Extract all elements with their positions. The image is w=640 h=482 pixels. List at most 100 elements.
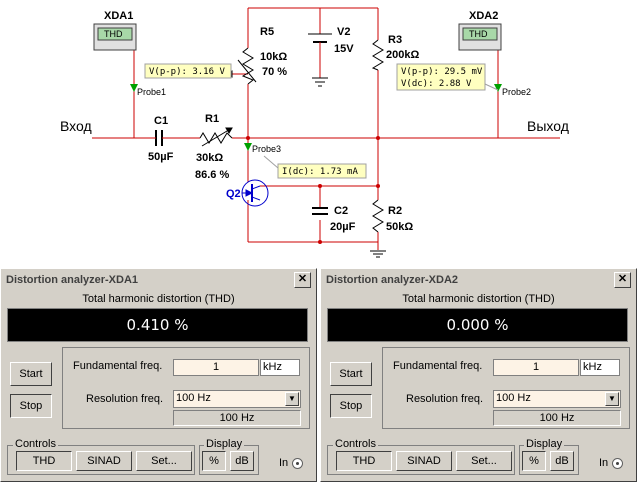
- r5-setting: 70 %: [262, 66, 287, 78]
- r2-resistor[interactable]: [372, 199, 384, 233]
- panel-1-display-label: Display: [204, 438, 245, 450]
- c1-capacitor[interactable]: [150, 130, 168, 146]
- panel-1-stop-button[interactable]: Stop: [10, 394, 52, 418]
- xda1-screen-label: THD: [104, 29, 123, 39]
- panel-2-dropdown-arrow-icon[interactable]: ▼: [605, 392, 619, 406]
- r1-potentiometer[interactable]: [199, 127, 233, 147]
- panel-1-set-button[interactable]: Set...: [136, 451, 192, 471]
- v2-name: V2: [337, 26, 350, 38]
- panel-1-resolution-value: 100 Hz: [176, 392, 211, 404]
- r3-value: 200kΩ: [386, 49, 419, 61]
- panel-2-in-terminal-icon[interactable]: [612, 458, 623, 469]
- panel-2-close-button[interactable]: ✕: [614, 272, 631, 288]
- panel-2-set-button[interactable]: Set...: [456, 451, 512, 471]
- panel-2-in-label: In: [599, 457, 609, 469]
- v2-value: 15V: [334, 43, 354, 55]
- panel-1-in-terminal-icon[interactable]: [292, 458, 303, 469]
- panel-1-thd-display: 0.410 %: [7, 308, 308, 342]
- xda1-name: XDA1: [104, 10, 133, 22]
- panel-2-fundamental-label: Fundamental freq.: [393, 360, 483, 372]
- panel-1-db-button[interactable]: dB: [230, 451, 254, 471]
- c1-name: C1: [154, 115, 168, 127]
- panel-2-percent-button[interactable]: %: [522, 451, 546, 471]
- panel-1-in-label: In: [279, 457, 289, 469]
- panel-2-controls-group: [327, 445, 515, 475]
- panel-1-controls-group: [7, 445, 195, 475]
- panel-1-fundamental-label: Fundamental freq.: [73, 360, 163, 372]
- probe2-reading2: V(dc): 2.88 V: [401, 79, 472, 89]
- distortion-analyzer-panel-1: Distortion analyzer-XDA1 ✕ Total harmoni…: [0, 268, 317, 482]
- r3-name: R3: [388, 34, 402, 46]
- panel-2-sinad-button[interactable]: SINAD: [396, 451, 452, 471]
- wires: [92, 7, 560, 250]
- input-label: Вход: [60, 118, 92, 134]
- output-label: Выход: [527, 118, 569, 134]
- probe2-tooltip: V(p-p): 29.5 mV V(dc): 2.88 V: [396, 63, 486, 91]
- panel-2-settings-group: [382, 347, 630, 429]
- xda2-name: XDA2: [469, 10, 498, 22]
- panel-1-percent-button[interactable]: %: [202, 451, 226, 471]
- probe3-reading: I(dc): 1.73 mA: [282, 167, 358, 177]
- probe3-marker[interactable]: [244, 143, 252, 151]
- panel-2-thd-button[interactable]: THD: [336, 451, 392, 471]
- panel-2-titlebar[interactable]: Distortion analyzer-XDA2 ✕: [323, 271, 634, 289]
- c2-name: C2: [334, 205, 348, 217]
- ground-symbol: [370, 250, 386, 258]
- q2-name: Q2: [226, 188, 241, 200]
- c2-capacitor[interactable]: [312, 207, 328, 215]
- panel-1-dropdown-arrow-icon[interactable]: ▼: [285, 392, 299, 406]
- panel-1-resolution-label: Resolution freq.: [86, 393, 164, 405]
- panel-1-close-button[interactable]: ✕: [294, 272, 311, 288]
- panel-2-resolution-select[interactable]: 100 Hz ▼: [493, 390, 621, 408]
- r5-value: 10kΩ: [260, 51, 287, 63]
- probe2-reading1: V(p-p): 29.5 mV: [401, 67, 483, 77]
- panel-1-controls-label: Controls: [13, 438, 58, 450]
- panel-1-resolution-select[interactable]: 100 Hz ▼: [173, 390, 301, 408]
- panel-2-db-button[interactable]: dB: [550, 451, 574, 471]
- xda2-instrument[interactable]: THD XDA2: [458, 10, 502, 51]
- panel-2-start-button[interactable]: Start: [330, 362, 372, 386]
- panel-2-display-label: Display: [524, 438, 565, 450]
- r1-value: 30kΩ: [196, 152, 223, 164]
- panel-1-title: Distortion analyzer-XDA1: [6, 274, 139, 286]
- r1-setting: 86.6 %: [195, 169, 229, 181]
- junctions: [246, 136, 380, 244]
- panel-2-stop-button[interactable]: Stop: [330, 394, 372, 418]
- panel-1-fundamental-unit[interactable]: kHz: [260, 359, 300, 376]
- r5-name: R5: [260, 26, 274, 38]
- panel-2-fundamental-unit[interactable]: kHz: [580, 359, 620, 376]
- panel-2-thd-label: Total harmonic distortion (THD): [402, 293, 555, 305]
- c2-value: 20µF: [330, 221, 356, 233]
- panel-1-fundamental-input[interactable]: 1: [173, 359, 259, 376]
- probe2-marker[interactable]: [494, 84, 502, 92]
- panel-2-resolution-label: Resolution freq.: [406, 393, 484, 405]
- panel-1-start-button[interactable]: Start: [10, 362, 52, 386]
- circuit-schematic: THD XDA1 THD XDA2 Вход Выход C1 50µF R1 …: [60, 7, 569, 258]
- panel-2-controls-label: Controls: [333, 438, 378, 450]
- xda2-screen-label: THD: [469, 29, 488, 39]
- r2-value: 50kΩ: [386, 221, 413, 233]
- panel-2-fundamental-input[interactable]: 1: [493, 359, 579, 376]
- panel-1-thd-label: Total harmonic distortion (THD): [82, 293, 235, 305]
- r1-name: R1: [205, 113, 219, 125]
- probe1-marker[interactable]: [130, 84, 138, 92]
- panel-1-titlebar[interactable]: Distortion analyzer-XDA1 ✕: [3, 271, 314, 289]
- distortion-analyzer-panel-2: Distortion analyzer-XDA2 ✕ Total harmoni…: [320, 268, 637, 482]
- c1-value: 50µF: [148, 151, 174, 163]
- probe3-name: Probe3: [252, 144, 281, 154]
- probe3-tooltip: I(dc): 1.73 mA: [277, 163, 367, 179]
- r2-name: R2: [388, 205, 402, 217]
- probe1-name: Probe1: [137, 87, 166, 97]
- probe2-name: Probe2: [502, 87, 531, 97]
- probe1-tooltip: V(p-p): 3.16 V: [144, 63, 232, 79]
- panel-2-thd-display: 0.000 %: [327, 308, 628, 342]
- panel-2-resolution-value: 100 Hz: [496, 392, 531, 404]
- v2-battery[interactable]: [308, 33, 332, 87]
- panel-2-resolution-readout: 100 Hz: [493, 410, 621, 426]
- panel-1-thd-button[interactable]: THD: [16, 451, 72, 471]
- q2-transistor[interactable]: [241, 179, 269, 207]
- r3-resistor[interactable]: [371, 39, 384, 71]
- panel-1-sinad-button[interactable]: SINAD: [76, 451, 132, 471]
- panel-1-resolution-readout: 100 Hz: [173, 410, 301, 426]
- xda1-instrument[interactable]: THD XDA1: [93, 10, 137, 51]
